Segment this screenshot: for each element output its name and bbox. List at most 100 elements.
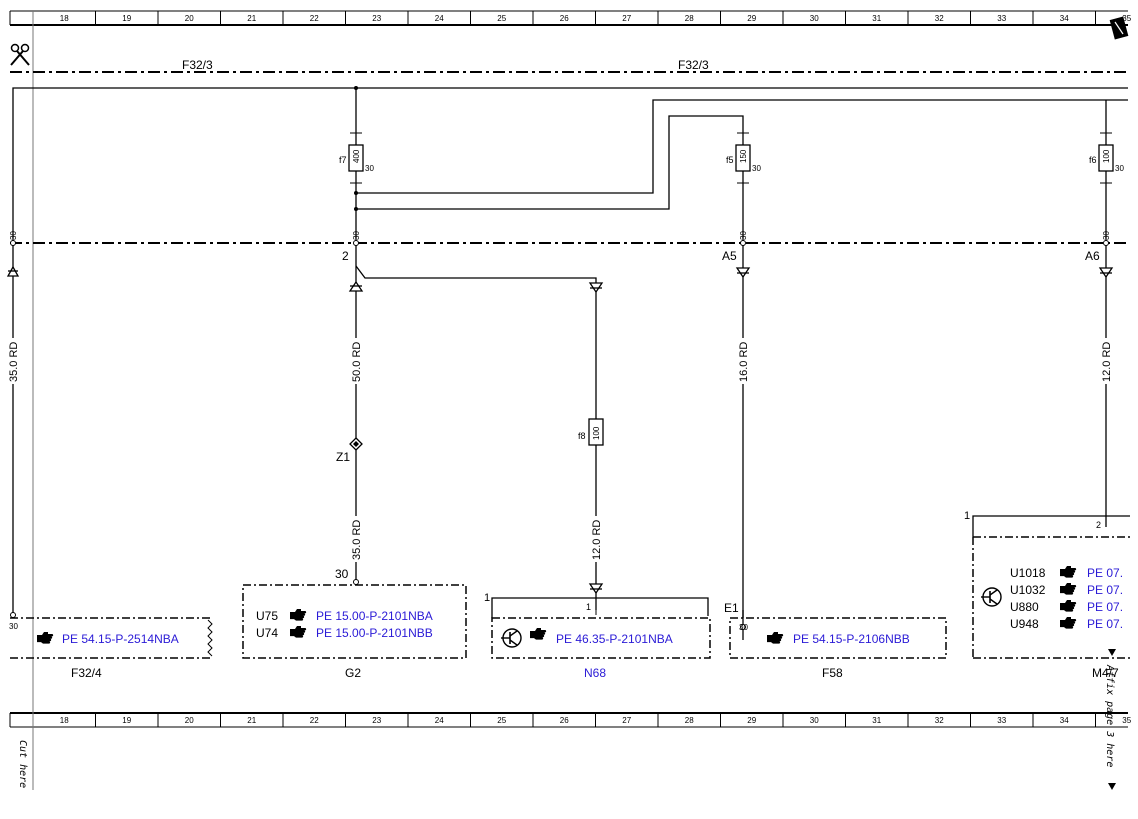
reference-link[interactable]: PE 54.15-P-2514NBA (62, 632, 179, 646)
reference-hand-icon (530, 628, 547, 640)
grid-cells: 1818191920202121222223232424252526262727… (32, 11, 1132, 727)
svg-text:f6: f6 (1089, 155, 1097, 165)
pin-label: 30 (739, 231, 748, 240)
reference-link[interactable]: PE 15.00-P-2101NBB (316, 626, 433, 640)
grid-column-label: 27 (622, 716, 631, 725)
grid-column-label: 21 (247, 14, 256, 23)
svg-text:30: 30 (739, 623, 748, 632)
grid-column-label: 27 (622, 14, 631, 23)
svg-text:35.0 RD: 35.0 RD (8, 342, 20, 382)
grid-column-label: 35 (1122, 14, 1131, 23)
component-g2: 30 U75 PE 15.00-P-2101NBA U74 PE 15.00-P… (242, 567, 467, 680)
svg-text:f8: f8 (578, 431, 586, 441)
component-n68: 1 1 PE 46.35-P-2101NBA N68 (484, 592, 711, 680)
fuse-f8: 100 f8 (578, 418, 604, 446)
svg-text:12.0 RD: 12.0 RD (1101, 342, 1113, 382)
connector-label: A6 (1085, 249, 1100, 263)
junction-dot (354, 86, 358, 90)
svg-text:1: 1 (964, 510, 970, 522)
rail-label-right: F32/3 (678, 58, 709, 72)
pin-label: 30 (1102, 231, 1111, 240)
svg-text:150: 150 (739, 149, 748, 163)
fuse-f7: 400 f7 30 (339, 132, 374, 184)
grid-column-label: 35 (1122, 716, 1131, 725)
reference-hand-icon (1060, 583, 1077, 595)
affix-note: Affix page 3 here (1104, 664, 1115, 767)
svg-text:U948: U948 (1010, 617, 1039, 631)
svg-text:1: 1 (586, 602, 591, 612)
grid-column-label: 31 (872, 14, 881, 23)
pin-label: 30 (352, 231, 361, 240)
reference-hand-icon (1060, 600, 1077, 612)
svg-text:U75: U75 (256, 609, 278, 623)
rail-label-left: F32/3 (182, 58, 213, 72)
grid-column-label: 19 (122, 716, 131, 725)
component-name: G2 (345, 666, 361, 680)
grid-column-label: 24 (435, 14, 444, 23)
triangle-marker-icon (1108, 649, 1116, 656)
reference-link[interactable]: PE 46.35-P-2101NBA (556, 632, 673, 646)
grid-column-label: 34 (1060, 716, 1069, 725)
svg-text:1: 1 (484, 592, 490, 604)
svg-text:f5: f5 (726, 155, 734, 165)
grid-column-label: 33 (997, 14, 1006, 23)
svg-text:U880: U880 (1010, 600, 1039, 614)
grid-column-label: 18 (60, 716, 69, 725)
flow-arrows (6, 265, 1114, 595)
grid-column-label: 29 (747, 14, 756, 23)
svg-text:50.0 RD: 50.0 RD (351, 342, 363, 382)
component-name: N68 (584, 666, 606, 680)
svg-text:30: 30 (1115, 164, 1124, 173)
svg-text:30: 30 (335, 567, 349, 581)
grid-column-label: 32 (935, 14, 944, 23)
grid-column-label: 20 (185, 14, 194, 23)
grid-column-label: 22 (310, 716, 319, 725)
fuse-f6: 100 f6 30 (1089, 132, 1124, 184)
svg-text:100: 100 (592, 426, 601, 440)
grid-ruler-top (9, 10, 1128, 26)
svg-text:30: 30 (9, 622, 18, 631)
grid-column-label: 34 (1060, 14, 1069, 23)
junction-dot (354, 191, 358, 195)
reference-link[interactable]: PE 54.15-P-2106NBB (793, 632, 910, 646)
grid-column-label: 23 (372, 14, 381, 23)
grid-column-label: 31 (872, 716, 881, 725)
component-name: M4/7 (1092, 666, 1119, 680)
pin-label: 30 (9, 231, 18, 240)
grid-column-label: 28 (685, 14, 694, 23)
grid-column-label: 30 (810, 14, 819, 23)
reference-link[interactable]: PE 07. (1087, 617, 1123, 631)
svg-text:12.0 RD: 12.0 RD (591, 520, 603, 560)
reference-link[interactable]: PE 07. (1087, 583, 1123, 597)
grid-column-label: 18 (60, 14, 69, 23)
component-m: 1 2 U1018 PE 07. U1032 PE 07. U880 PE 07… (964, 510, 1130, 680)
grid-column-label: 19 (122, 14, 131, 23)
reference-hand-icon (290, 609, 307, 621)
svg-text:30: 30 (752, 164, 761, 173)
corner-mark-icon (1109, 16, 1129, 40)
svg-text:100: 100 (1102, 149, 1111, 163)
scissors-icon (10, 43, 30, 66)
grid-column-label: 28 (685, 716, 694, 725)
connector-label: 2 (342, 249, 349, 263)
reference-hand-icon (37, 632, 54, 644)
reference-link[interactable]: PE 15.00-P-2101NBA (316, 609, 433, 623)
transistor-icon (501, 628, 522, 648)
reference-link[interactable]: PE 07. (1087, 600, 1123, 614)
grid-column-label: 20 (185, 716, 194, 725)
grid-column-label: 26 (560, 14, 569, 23)
wire-labels: 35.0 RD 50.0 RD 35.0 RD 12.0 RD 16.0 RD … (7, 338, 1113, 562)
supply-wires (12, 87, 1128, 640)
splice-z1 (349, 437, 363, 451)
reference-hand-icon (1060, 617, 1077, 629)
transistor-icon (981, 587, 1002, 607)
reference-hand-icon (290, 626, 307, 638)
svg-text:U1032: U1032 (1010, 583, 1046, 597)
reference-link[interactable]: PE 07. (1087, 566, 1123, 580)
grid-ruler-bottom (9, 712, 1128, 728)
cut-here-note: Cut here (17, 740, 28, 788)
triangle-marker-icon (1108, 783, 1116, 790)
grid-column-label: 32 (935, 716, 944, 725)
svg-text:U74: U74 (256, 626, 278, 640)
